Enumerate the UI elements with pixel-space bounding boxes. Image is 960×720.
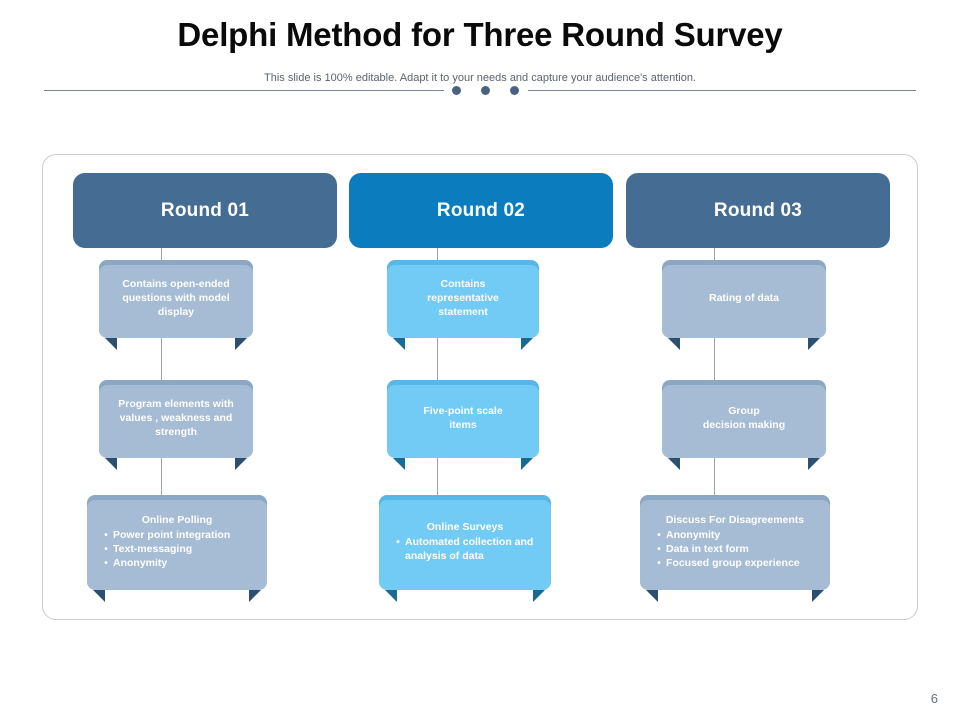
bullet-icon: • — [104, 557, 108, 569]
content-box-line: questions with model — [122, 292, 230, 305]
bullet-text: Power point integration — [113, 529, 231, 542]
content-box-line: representative — [427, 292, 499, 305]
round-header-label: Round 03 — [713, 199, 803, 221]
content-box-bullet-list: • Anonymity • Data in text form • Focused gro… — [648, 529, 822, 571]
bullet-icon: • — [657, 557, 661, 569]
content-box-bullet-item: • Anonymity — [99, 557, 259, 571]
round-header-round-03[interactable]: Round 03 — [626, 173, 890, 248]
box-tail-right — [235, 338, 247, 350]
content-box-line: values , weakness and — [119, 412, 233, 425]
content-box-line: Contains open-ended — [122, 278, 230, 291]
box-tail-right — [521, 338, 533, 350]
content-box-line: Rating of data — [709, 292, 779, 305]
box-tail-right — [249, 590, 261, 602]
box-tail-left — [393, 458, 405, 470]
divider-rule-left — [44, 90, 444, 91]
content-box-bullet-list: • Automated collection and analysis of da… — [387, 536, 543, 564]
box-tail-right — [521, 458, 533, 470]
box-tail-left — [105, 458, 117, 470]
page-number: 6 — [930, 691, 938, 706]
content-box-line: items — [449, 419, 477, 431]
content-box-bullet-item: • Data in text form — [652, 543, 822, 557]
content-box-bullet-item: • Automated collection and analysis of da… — [391, 536, 543, 564]
content-box-bullet-item: • Text-messaging — [99, 543, 259, 557]
content-box-online-surveys[interactable]: Online Surveys • Automated collection and … — [379, 495, 551, 602]
content-box-bullet-list: •Power point integration•Text-messaging•… — [95, 529, 259, 571]
content-box-bullet-item: • Power point integration — [99, 529, 259, 543]
bullet-text: Anonymity — [666, 529, 721, 542]
divider-dot-icon — [452, 86, 461, 95]
round-header-round-01[interactable]: Round 01 — [73, 173, 337, 248]
content-box-line: statement — [438, 305, 488, 318]
content-box-text: Rating of data — [709, 292, 779, 306]
content-box-bullet-item: • Anonymity — [652, 529, 822, 543]
bullet-text: Automated collection and analysis of dat… — [405, 536, 534, 562]
divider-rule-right — [528, 90, 916, 91]
content-box-discuss-for-disagreements[interactable]: Discuss For Disagreements • Anonymity • Data… — [640, 495, 830, 602]
content-box-bullet-item: • Focused group experience — [652, 557, 822, 571]
box-tail-left — [668, 338, 680, 350]
box-tail-left — [105, 338, 117, 350]
content-box-rating-of-data[interactable]: Rating of data — [662, 260, 826, 350]
content-box-line: Contains — [440, 278, 486, 291]
box-tail-right — [533, 590, 545, 602]
bullet-text: Focused group experience — [666, 556, 800, 569]
content-box-line: decision making — [702, 419, 786, 431]
box-tail-left — [668, 458, 680, 470]
round-header-label: Round 02 — [436, 199, 526, 221]
bullet-icon: • — [657, 544, 661, 555]
box-tail-left — [393, 338, 405, 350]
box-tail-right — [808, 338, 820, 350]
round-header-label: Round 01 — [160, 199, 250, 221]
box-tail-left — [646, 590, 658, 602]
box-tail-right — [235, 458, 247, 470]
content-box-heading: Discuss For Disagreements — [665, 514, 805, 527]
content-box-online-polling[interactable]: Online Polling • Power point integration • T… — [87, 495, 267, 602]
bullet-text: Text-messaging — [113, 543, 193, 555]
box-tail-right — [812, 590, 824, 602]
box-tail-left — [93, 590, 105, 602]
round-header-round-02[interactable]: Round 02 — [349, 173, 613, 248]
bullet-text: Data in text form — [666, 543, 749, 555]
bullet-icon: • — [657, 530, 661, 542]
page-title: Delphi Method for Three Round Survey — [177, 16, 783, 53]
divider-dot-icon — [481, 86, 490, 95]
slide-subtitle: This slide is 100% editable. Adapt it to… — [264, 72, 696, 84]
bullet-icon: • — [396, 537, 400, 549]
content-box-line: display — [157, 305, 195, 318]
divider-dot-icon — [510, 86, 519, 95]
box-tail-right — [808, 458, 820, 470]
content-box-line: Five-point scale — [423, 405, 503, 418]
bullet-text: Anonymity — [113, 556, 168, 569]
content-box-line: strength — [155, 425, 197, 438]
content-box-heading: Online Surveys — [426, 521, 504, 534]
divider-dots — [452, 86, 524, 96]
box-tail-left — [385, 590, 397, 602]
bullet-icon: • — [104, 530, 108, 542]
content-box-line: Group — [728, 405, 760, 418]
content-box-heading: Online Polling — [141, 514, 213, 527]
content-box-line: Program elements with — [118, 398, 234, 411]
bullet-icon: • — [104, 544, 108, 555]
